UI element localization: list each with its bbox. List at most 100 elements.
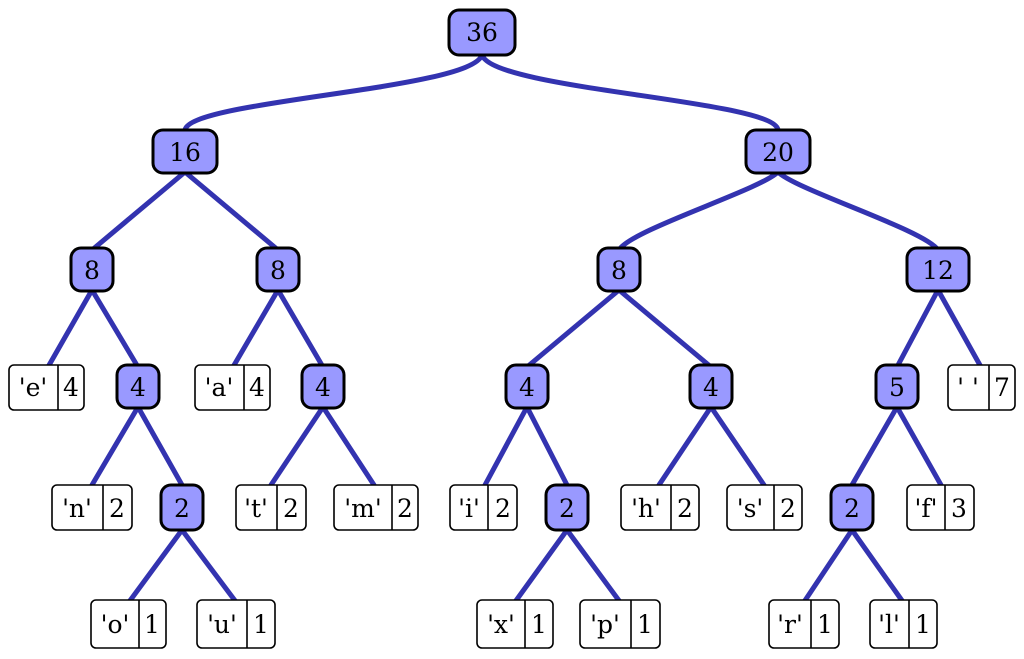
leaf-t-char: 't' — [244, 494, 268, 523]
leaf-l: 'l' 1 — [869, 599, 938, 649]
leaf-x: 'x' 1 — [476, 599, 554, 649]
leaf-space-char: ' ' — [957, 373, 979, 402]
node-8-left: 8 — [69, 246, 115, 293]
leaf-o-char: 'o' — [101, 610, 130, 639]
node-4-d: 4 — [688, 363, 734, 410]
leaf-x-count: 1 — [531, 610, 547, 639]
leaf-i-count: 2 — [495, 494, 511, 523]
leaf-f-char: 'f' — [915, 494, 938, 523]
edge-4a-n — [89, 404, 141, 488]
leaf-a-count: 4 — [249, 373, 265, 402]
node-8-mid-label: 8 — [270, 256, 286, 285]
leaf-u-char: 'u' — [207, 610, 237, 639]
node-8-right-label: 8 — [611, 256, 627, 285]
node-4-d-label: 4 — [703, 373, 719, 402]
node-16-label: 16 — [169, 138, 201, 167]
node-4-a-label: 4 — [130, 373, 146, 402]
leaf-e-count: 4 — [63, 373, 79, 402]
leaf-p: 'p' 1 — [579, 599, 661, 649]
edge-8c-4c — [524, 287, 622, 370]
node-4-b-label: 4 — [315, 373, 331, 402]
leaf-s-char: 's' — [737, 494, 764, 523]
leaf-h: 'h' 2 — [620, 484, 700, 531]
leaf-f: 'f' 3 — [906, 484, 975, 531]
node-2-a-label: 2 — [174, 494, 190, 523]
node-2-b-label: 2 — [559, 494, 575, 523]
edge-20-12 — [775, 169, 941, 253]
edge-4a-2a — [135, 404, 185, 488]
edge-36-20 — [479, 52, 781, 133]
edge-5-f — [894, 404, 944, 488]
edge-4c-2b — [524, 404, 570, 488]
leaf-l-count: 1 — [915, 610, 931, 639]
leaf-p-char: 'p' — [590, 610, 620, 639]
edge-16-8a — [89, 169, 188, 253]
leaf-m-count: 2 — [397, 494, 413, 523]
node-4-b: 4 — [300, 363, 346, 410]
edge-12-5 — [894, 287, 941, 370]
node-8-right: 8 — [596, 246, 642, 293]
node-2-a: 2 — [159, 483, 205, 532]
edge-4b-m — [320, 404, 377, 488]
leaf-t: 't' 2 — [235, 484, 307, 531]
edge-8a-4a — [89, 287, 141, 370]
edge-8b-4b — [275, 287, 326, 370]
edge-20-8c — [616, 169, 781, 253]
leaf-u-count: 1 — [253, 610, 269, 639]
leaf-o-count: 1 — [144, 610, 160, 639]
leaf-s-count: 2 — [780, 494, 796, 523]
node-8-mid: 8 — [255, 246, 301, 293]
edge-5-2c — [849, 404, 900, 488]
node-8-left-label: 8 — [84, 256, 100, 285]
leaf-r-count: 1 — [817, 610, 833, 639]
leaf-nodes: 'e' 4 'a' 4 ' ' 7 'n' 2 't' 2 — [8, 364, 1016, 649]
leaf-m-char: 'm' — [344, 494, 381, 523]
leaf-r: 'r' 1 — [768, 599, 840, 649]
edge-16-8b — [182, 169, 281, 253]
leaf-m: 'm' 2 — [333, 484, 419, 531]
node-2-c-label: 2 — [844, 494, 860, 523]
edge-2c-l — [849, 527, 906, 605]
internal-nodes: 36 16 20 8 8 8 12 4 — [69, 8, 971, 532]
edge-2b-p — [564, 527, 623, 605]
edge-36-16 — [182, 52, 485, 133]
edge-4d-s — [708, 404, 767, 488]
node-4-a: 4 — [115, 363, 161, 410]
leaf-h-char: 'h' — [631, 494, 661, 523]
edge-2c-r — [801, 527, 855, 605]
leaf-space-count: 7 — [994, 373, 1010, 402]
edge-12-space — [935, 287, 984, 370]
leaf-t-count: 2 — [283, 494, 299, 523]
node-5-label: 5 — [889, 373, 905, 402]
leaf-n: 'n' 2 — [51, 484, 133, 531]
edge-2b-x — [512, 527, 570, 605]
node-16: 16 — [151, 128, 219, 175]
edge-8c-4d — [616, 287, 714, 370]
leaf-h-count: 2 — [677, 494, 693, 523]
leaf-f-count: 3 — [951, 494, 967, 523]
node-36-label: 36 — [466, 18, 498, 47]
node-12-label: 12 — [922, 256, 954, 285]
leaf-space: ' ' 7 — [947, 364, 1016, 411]
node-2-c: 2 — [829, 483, 875, 532]
leaf-e: 'e' 4 — [8, 364, 85, 411]
leaf-e-char: 'e' — [19, 373, 48, 402]
leaf-a: 'a' 4 — [194, 364, 271, 411]
leaf-i-char: 'i' — [458, 494, 480, 523]
leaf-u: 'u' 1 — [196, 599, 276, 649]
leaf-n-char: 'n' — [62, 494, 92, 523]
leaf-x-char: 'x' — [487, 610, 515, 639]
leaf-i: 'i' 2 — [449, 484, 518, 531]
leaf-a-char: 'a' — [205, 373, 234, 402]
leaf-l-char: 'l' — [878, 610, 900, 639]
leaf-r-char: 'r' — [777, 610, 803, 639]
edge-8a-e — [45, 287, 95, 370]
edge-2a-o — [126, 527, 185, 605]
tree-edges — [45, 52, 984, 605]
edge-4b-t — [268, 404, 326, 488]
leaf-n-count: 2 — [109, 494, 125, 523]
edge-2a-u — [179, 527, 239, 605]
node-4-c-label: 4 — [519, 373, 535, 402]
node-20: 20 — [744, 128, 812, 175]
